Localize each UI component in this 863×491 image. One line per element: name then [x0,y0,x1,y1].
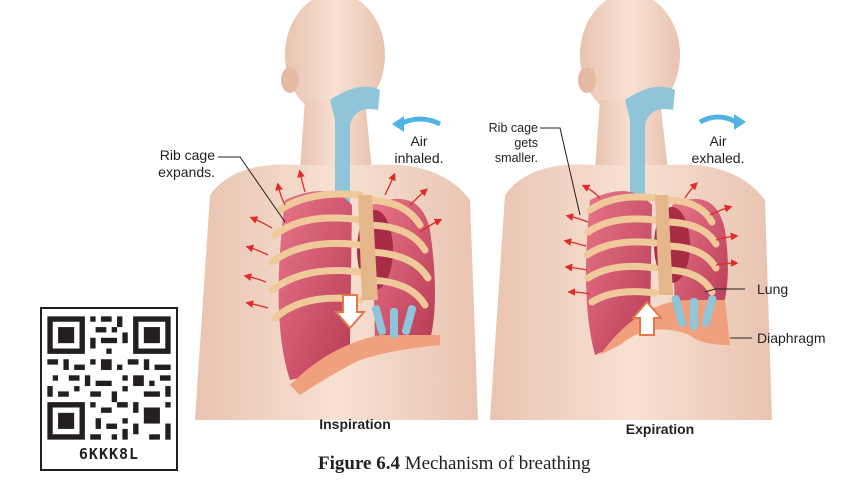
qr-code-box[interactable]: 6KKK8L [40,307,178,471]
inspiration-figure [195,0,478,420]
contraction-arrows-right [563,182,739,296]
figure-caption: Figure 6.4 Mechanism of breathing [318,453,590,475]
diaphragm-up-arrow [630,300,664,336]
air-inhaled-label: Air inhaled. [386,133,452,167]
diaphragm-left [290,335,440,395]
rib-label-line3: smaller. [494,151,538,165]
qr-code-icon [42,311,176,445]
air-label-line2: inhaled. [394,150,444,166]
expiration-title: Expiration [625,421,695,437]
left-lung-l [278,191,352,380]
air-label-line1: Air [410,133,428,149]
rib-label-line2: gets [514,136,538,150]
bronchi-left [371,305,417,338]
bronchi-right [671,295,717,330]
diaphragm-down-arrow [333,294,367,330]
rib-label-line1: Rib cage [159,147,215,163]
figure-title: Mechanism of breathing [404,453,591,474]
qr-code-label: 6KKK8L [78,445,140,463]
expiration-figure [490,0,772,420]
trachea-right [625,86,675,205]
air-exhaled-label: Air exhaled. [683,133,753,167]
rib-cage-smaller-label: Rib cage gets smaller. [470,121,538,166]
figure-number: Figure 6.4 [318,453,400,474]
rib-cage-expands-label: Rib cage expands. [145,147,215,181]
inspiration-title: Inspiration [319,416,391,432]
air-inhale-arrow [398,116,442,127]
diaphragm-label: Diaphragm [757,330,826,346]
rib-label-line2: expands. [158,164,215,180]
air-label-line1: Air [709,133,727,149]
rib-label-line1: Rib cage [488,121,538,135]
air-label-line2: exhaled. [691,150,745,166]
air-exhale-arrow [698,114,738,125]
lung-label: Lung [757,281,789,297]
expansion-arrows-left [243,169,443,309]
trachea-left [330,86,380,205]
